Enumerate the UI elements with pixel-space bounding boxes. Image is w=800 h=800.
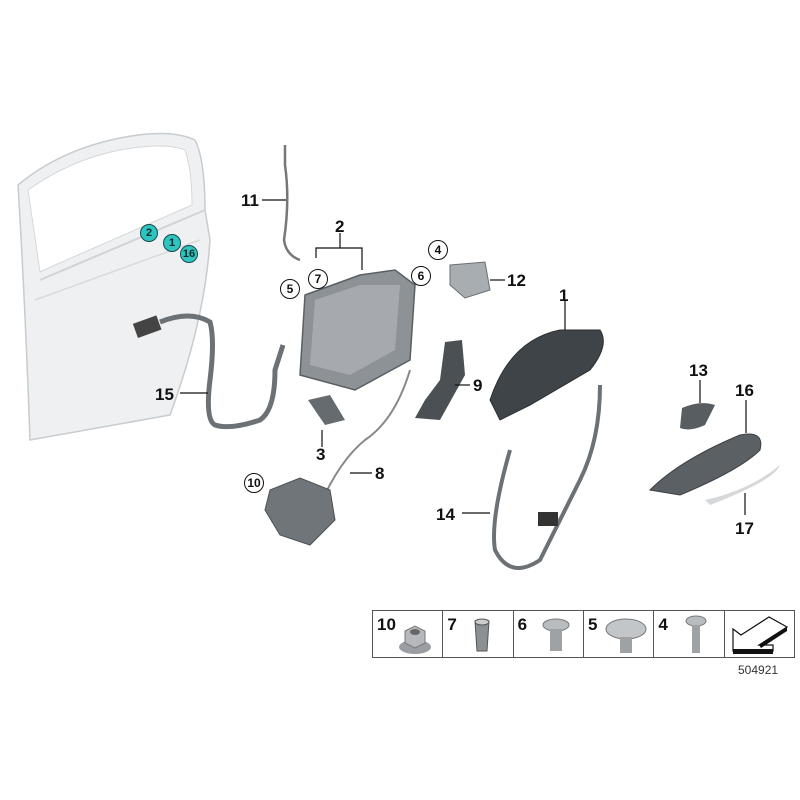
legend-cell-4[interactable]: 4 [654,611,725,657]
part-label-1[interactable]: 1 [559,286,569,305]
legend-number: 4 [658,615,668,634]
legend-number: 5 [587,615,598,634]
legend-number: 7 [447,615,457,634]
part-label-13[interactable]: 13 [689,361,708,380]
part-label-15[interactable]: 15 [155,385,174,404]
door-callout-2[interactable]: 2 [140,224,158,242]
direction-arrow-icon [732,616,788,654]
circled-label-10[interactable]: 10 [244,473,264,493]
part-label-12[interactable]: 12 [507,271,526,290]
torx-screw-short-icon [542,618,570,651]
part-label-2[interactable]: 2 [335,217,345,236]
legend-cell-arrow [725,611,794,657]
torx-countersunk-screw-icon [685,615,707,653]
legend-number: 10 [377,615,396,634]
part-label-8[interactable]: 8 [375,464,385,483]
legend-cell-6[interactable]: 6 [514,611,584,657]
legend-cell-7[interactable]: 7 [443,611,514,657]
legend-number: 6 [517,615,528,634]
hardware-legend: 10 7 6 5 4 [372,610,795,658]
door-panel-illustration [17,132,211,441]
circled-label-5[interactable]: 5 [280,279,300,299]
part-label-9[interactable]: 9 [473,376,483,395]
circled-label-7[interactable]: 7 [308,269,328,289]
part-label-14[interactable]: 14 [436,505,455,524]
door-callout-16[interactable]: 16 [180,245,198,263]
reference-number: 504921 [738,663,779,677]
legend-cell-10[interactable]: 10 [373,611,444,657]
flange-nut-icon [399,625,431,654]
torx-screw-wide-head-icon [605,618,647,653]
door-callout-1[interactable]: 1 [163,234,181,252]
part-label-11[interactable]: 11 [241,191,259,210]
circled-label-4[interactable]: 4 [428,240,448,260]
legend-cell-5[interactable]: 5 [584,611,655,657]
circled-label-6[interactable]: 6 [411,266,431,286]
part-label-3[interactable]: 3 [316,445,326,464]
expansion-nut-icon [474,618,490,652]
part-label-17[interactable]: 17 [735,519,754,538]
part-label-16[interactable]: 16 [735,381,754,400]
